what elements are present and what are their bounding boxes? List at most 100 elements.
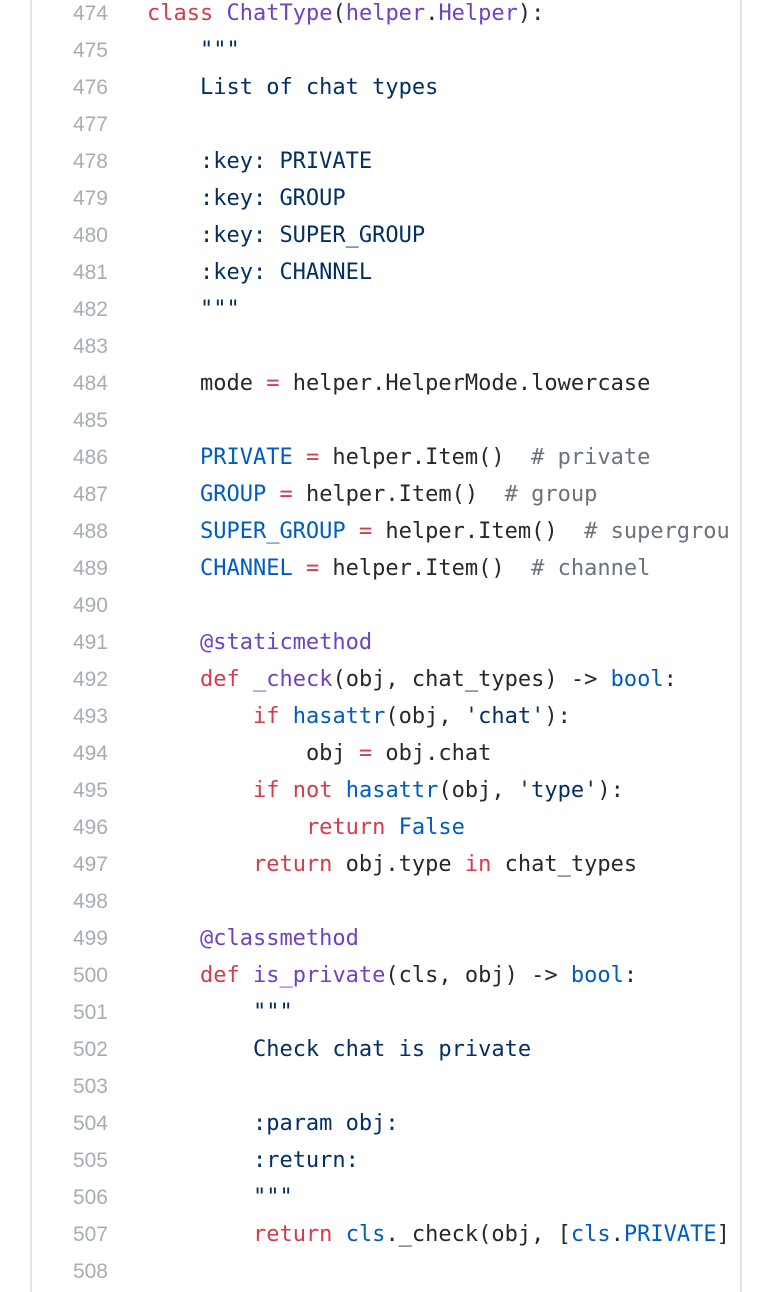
line-number[interactable]: 489: [72, 557, 108, 580]
line-number[interactable]: 494: [72, 742, 108, 765]
code-token: Check chat is private: [252, 1037, 532, 1062]
code-token: [240, 963, 253, 988]
line-number[interactable]: 505: [72, 1149, 108, 1172]
code-line: 501""": [32, 994, 740, 1031]
line-number[interactable]: 482: [72, 298, 108, 321]
line-source: class ChatType(helper.Helper):: [147, 0, 544, 32]
line-source: @classmethod: [147, 920, 359, 957]
code-token: [346, 519, 359, 544]
line-number[interactable]: 491: [72, 631, 108, 654]
line-number[interactable]: 484: [72, 372, 108, 395]
line-source: """: [147, 32, 240, 69]
code-token: ChatType: [226, 1, 333, 26]
code-line: 477: [32, 106, 740, 143]
line-number[interactable]: 497: [72, 853, 108, 876]
line-number[interactable]: 504: [72, 1112, 108, 1135]
code-token: if: [252, 704, 280, 729]
code-token: class: [147, 1, 214, 26]
line-number[interactable]: 485: [72, 409, 108, 432]
line-source: def is_private(cls, obj) -> bool:: [147, 957, 637, 994]
line-number[interactable]: 475: [72, 39, 108, 62]
line-number[interactable]: 506: [72, 1186, 108, 1209]
line-source: return obj.type in chat_types: [147, 846, 637, 883]
code-line: 481:key: CHANNEL: [32, 254, 740, 291]
code-token: not: [292, 778, 333, 803]
code-line: 505 :return:: [32, 1142, 740, 1179]
line-number[interactable]: 496: [72, 816, 108, 839]
code-line: 483: [32, 328, 740, 365]
line-number[interactable]: 477: [72, 113, 108, 136]
line-number[interactable]: 495: [72, 779, 108, 802]
code-token: cls: [570, 1222, 611, 1247]
code-line: 502 Check chat is private: [32, 1031, 740, 1068]
line-number[interactable]: 501: [72, 1001, 108, 1024]
line-number[interactable]: 500: [72, 964, 108, 987]
line-source: return False: [147, 809, 465, 846]
code-token: =: [305, 556, 320, 581]
code-token: :return:: [252, 1148, 359, 1173]
code-line: 508: [32, 1253, 740, 1290]
code-token: helper.Item(): [319, 556, 532, 581]
code-token: cls: [345, 1222, 386, 1247]
code-token: [332, 1222, 345, 1247]
code-token: return: [252, 1222, 333, 1247]
line-number[interactable]: 502: [72, 1038, 108, 1061]
line-number[interactable]: 493: [72, 705, 108, 728]
line-number[interactable]: 474: [72, 2, 108, 25]
line-source: Check chat is private: [147, 1031, 531, 1068]
line-source: List of chat types: [147, 69, 438, 106]
code-token: ]: [716, 1222, 730, 1247]
code-token: :: [623, 963, 638, 988]
code-line: 480 :key: SUPER_GROUP: [32, 217, 740, 254]
code-token: .: [425, 1, 439, 26]
code-token: helper: [345, 1, 426, 26]
code-line: 495 if not hasattr(obj, 'type'):: [32, 772, 740, 809]
code-token: (cls, obj) ->: [385, 963, 571, 988]
code-token: [293, 556, 306, 581]
code-line: 504 :param obj:: [32, 1105, 740, 1142]
code-token: [293, 445, 306, 470]
line-number[interactable]: 487: [72, 483, 108, 506]
line-source: """: [147, 1179, 293, 1216]
line-number[interactable]: 478: [72, 150, 108, 173]
line-number[interactable]: 488: [72, 520, 108, 543]
code-token: List of chat types: [199, 75, 439, 100]
line-number[interactable]: 508: [72, 1260, 108, 1283]
code-line: 476 List of chat types: [32, 69, 740, 106]
line-number[interactable]: 503: [72, 1075, 108, 1098]
code-token: 'chat': [464, 704, 545, 729]
line-number[interactable]: 480: [72, 224, 108, 247]
line-number[interactable]: 479: [72, 187, 108, 210]
line-number[interactable]: 483: [72, 335, 108, 358]
line-number[interactable]: 498: [72, 890, 108, 913]
code-token: bool: [610, 667, 664, 692]
code-token: helper.Item(): [319, 445, 532, 470]
line-number[interactable]: 492: [72, 668, 108, 691]
line-number[interactable]: 476: [72, 76, 108, 99]
line-source: if not hasattr(obj, 'type'):: [147, 772, 624, 809]
code-token: obj: [305, 741, 359, 766]
line-number[interactable]: 507: [72, 1223, 108, 1246]
code-token: Helper: [438, 1, 518, 26]
line-number[interactable]: 486: [72, 446, 108, 469]
code-token: =: [358, 741, 373, 766]
code-line: 485: [32, 402, 740, 439]
code-token: return: [252, 852, 333, 877]
code-token: # channel: [531, 556, 651, 581]
line-number[interactable]: 499: [72, 927, 108, 950]
code-token: ):: [517, 1, 545, 26]
code-token: @staticmethod: [199, 630, 373, 655]
line-source: :key: SUPER_GROUP: [147, 217, 425, 254]
line-number[interactable]: 481: [72, 261, 108, 284]
line-source: :param obj:: [147, 1105, 399, 1142]
line-number[interactable]: 490: [72, 594, 108, 617]
code-token: """: [252, 1185, 293, 1210]
